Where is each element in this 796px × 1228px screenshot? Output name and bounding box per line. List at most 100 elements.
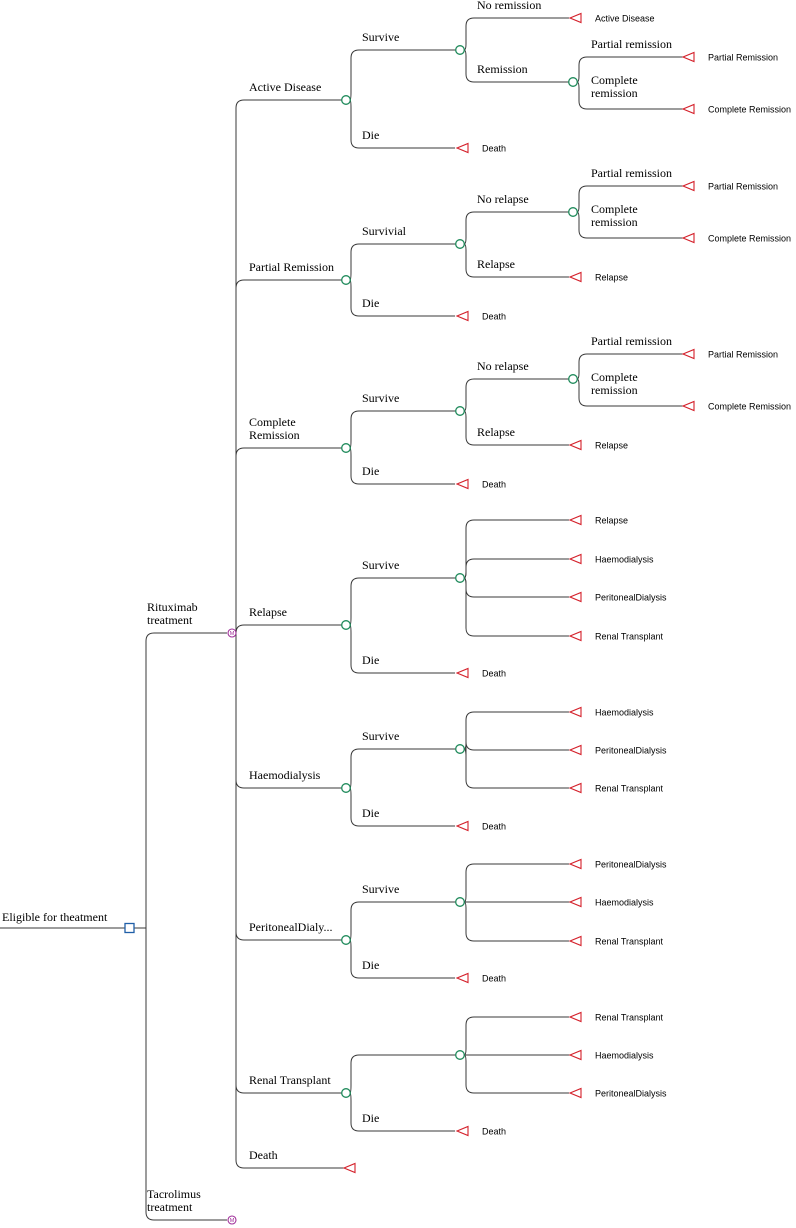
state-peritonealdialy-outcome-survive-child-renal-transplant-terminal-icon xyxy=(568,935,582,947)
state-relapse-outcome-survive-child-relapse-edge xyxy=(463,519,569,579)
state-peritonealdialy-label: PeritonealDialy... xyxy=(249,920,333,934)
state-renal-transplant-outcome-survive-child-peritonealdialysis-terminal-label: PeritonealDialysis xyxy=(595,1089,667,1099)
state-peritonealdialy-outcome-survive-child-peritonealdialysis-terminal-label: PeritonealDialysis xyxy=(595,860,667,870)
state-renal-transplant-outcome-die-terminal-icon xyxy=(455,1125,469,1137)
state-peritonealdialy-outcome-survive-child-renal-transplant-terminal-label: Renal Transplant xyxy=(595,937,664,947)
state-active-disease-outcome-survive-child-remission-gc-complete-remission-label-line-1: Complete xyxy=(591,73,638,87)
state-relapse-chance-node-icon xyxy=(341,620,351,630)
state-partial-remission-outcome-survivial-child-no-relapse-gc-complete-remission-label-line-1: Complete xyxy=(591,202,638,216)
state-relapse-outcome-survive-child-renal-transplant-edge xyxy=(463,577,569,637)
state-active-disease-outcome-die-terminal-icon xyxy=(455,142,469,154)
state-death-terminal-icon xyxy=(342,1162,356,1174)
state-peritonealdialy-outcome-survive-edge xyxy=(349,901,460,941)
state-active-disease-outcome-survive-child-no-remission-terminal-label: Active Disease xyxy=(595,14,655,24)
state-active-disease-outcome-survive-edge xyxy=(349,49,460,101)
state-relapse-outcome-survive-child-peritonealdialysis-terminal-icon xyxy=(568,591,582,603)
rituximab-markov-node-icon xyxy=(227,628,237,638)
state-active-disease-outcome-survive-child-no-remission-terminal-icon xyxy=(568,12,582,24)
state-partial-remission-outcome-die-label: Die xyxy=(362,296,379,310)
state-active-disease-outcome-survive-child-no-remission-label: No remission xyxy=(477,0,541,12)
state-haemodialysis-outcome-survive-edge xyxy=(349,748,460,789)
state-complete-remission-outcome-survive-child-no-relapse-gc-partial-remission-label: Partial remission xyxy=(591,334,672,348)
state-partial-remission-outcome-survivial-child-no-relapse-gc-complete-remission-edge xyxy=(576,211,683,239)
state-complete-remission-outcome-survive-child-relapse-terminal-label: Relapse xyxy=(595,441,628,451)
state-peritonealdialy-outcome-survive-child-peritonealdialysis-edge xyxy=(463,863,569,903)
state-renal-transplant-outcome-survive-edge xyxy=(349,1054,460,1094)
state-renal-transplant-outcome-survive-child-haemodialysis-terminal-label: Haemodialysis xyxy=(595,1051,654,1061)
state-haemodialysis-outcome-survive-child-renal-transplant-terminal-icon xyxy=(568,782,582,794)
state-haemodialysis-outcome-survive-child-renal-transplant-edge xyxy=(463,748,569,789)
state-relapse-outcome-survive-label: Survive xyxy=(362,558,399,572)
state-partial-remission-outcome-survivial-child-relapse-terminal-label: Relapse xyxy=(595,273,628,283)
tree-nodes: MM xyxy=(124,12,695,1225)
state-complete-remission-outcome-survive-label: Survive xyxy=(362,391,399,405)
strategy-label-rituximab-treatment-line-1: Rituximab xyxy=(147,600,198,614)
state-relapse-outcome-survive-child-relapse-terminal-icon xyxy=(568,514,582,526)
state-peritonealdialy-outcome-survive-label: Survive xyxy=(362,882,399,896)
decision-node-icon xyxy=(124,922,135,934)
state-renal-transplant-outcome-die-label: Die xyxy=(362,1111,379,1125)
state-haemodialysis-label: Haemodialysis xyxy=(249,768,321,782)
state-death-edge xyxy=(235,633,346,1169)
state-partial-remission-outcome-survivial-child-no-relapse-label: No relapse xyxy=(477,192,529,206)
state-renal-transplant-outcome-survive-child-renal-transplant-terminal-label: Renal Transplant xyxy=(595,1013,664,1023)
state-complete-remission-outcome-die-label: Die xyxy=(362,464,379,478)
state-relapse-outcome-die-terminal-icon xyxy=(455,667,469,679)
state-peritonealdialy-outcome-survive-child-peritonealdialysis-terminal-icon xyxy=(568,858,582,870)
state-relapse-outcome-survive-child-haemodialysis-edge xyxy=(463,558,569,579)
state-relapse-edge xyxy=(235,624,346,634)
state-relapse-outcome-die-label: Die xyxy=(362,653,379,667)
state-relapse-outcome-survive-child-peritonealdialysis-terminal-label: PeritonealDialysis xyxy=(595,593,667,603)
state-complete-remission-outcome-survive-child-relapse-edge xyxy=(463,410,569,446)
state-haemodialysis-outcome-survive-child-renal-transplant-terminal-label: Renal Transplant xyxy=(595,784,664,794)
state-complete-remission-outcome-survive-child-no-relapse-gc-complete-remission-edge xyxy=(576,378,683,407)
state-relapse-outcome-survive-child-relapse-terminal-label: Relapse xyxy=(595,516,628,526)
state-haemodialysis-outcome-survive-child-haemodialysis-terminal-label: Haemodialysis xyxy=(595,708,654,718)
state-peritonealdialy-outcome-die-terminal-label: Death xyxy=(482,974,506,984)
state-partial-remission-outcome-survivial-label: Survivial xyxy=(362,224,407,238)
state-renal-transplant-outcome-survive-child-peritonealdialysis-edge xyxy=(463,1054,569,1094)
state-renal-transplant-chance-node-icon xyxy=(341,1088,351,1098)
state-complete-remission-outcome-survive-child-no-relapse-chance-node-icon xyxy=(568,374,578,384)
state-partial-remission-label: Partial Remission xyxy=(249,260,334,274)
state-complete-remission-edge xyxy=(235,447,346,633)
state-haemodialysis-outcome-survive-chance-node-icon xyxy=(455,744,465,754)
state-renal-transplant-outcome-survive-chance-node-icon xyxy=(455,1050,465,1060)
state-complete-remission-outcome-survive-child-no-relapse-gc-complete-remission-terminal-label: Complete Remission xyxy=(708,402,791,412)
state-renal-transplant-outcome-survive-child-haemodialysis-terminal-icon xyxy=(568,1049,582,1061)
state-active-disease-chance-node-icon xyxy=(341,95,351,105)
state-relapse-outcome-survive-child-peritonealdialysis-edge xyxy=(463,577,569,598)
state-partial-remission-outcome-survivial-child-no-relapse-gc-complete-remission-label-line-2: remission xyxy=(591,215,638,229)
state-relapse-outcome-survive-child-haemodialysis-terminal-icon xyxy=(568,553,582,565)
state-peritonealdialy-outcome-survive-chance-node-icon xyxy=(455,897,465,907)
state-complete-remission-outcome-survive-edge xyxy=(349,410,460,449)
state-partial-remission-outcome-survivial-edge xyxy=(349,243,460,281)
strategy-edge-tacrolimus xyxy=(145,928,227,1221)
strategy-label-rituximab-treatment-line-2: treatment xyxy=(147,613,193,627)
state-complete-remission-outcome-survive-child-no-relapse-gc-complete-remission-label-line-2: remission xyxy=(591,383,638,397)
state-active-disease-outcome-survive-child-remission-edge xyxy=(463,49,573,83)
state-haemodialysis-outcome-survive-child-haemodialysis-edge xyxy=(463,711,569,750)
state-complete-remission-outcome-survive-child-no-relapse-label: No relapse xyxy=(477,359,529,373)
state-active-disease-outcome-survive-child-remission-gc-complete-remission-terminal-label: Complete Remission xyxy=(708,105,791,115)
state-complete-remission-outcome-survive-child-no-relapse-gc-partial-remission-terminal-label: Partial Remission xyxy=(708,350,778,360)
state-complete-remission-outcome-survive-child-relapse-label: Relapse xyxy=(477,425,515,439)
state-partial-remission-outcome-survivial-child-no-relapse-gc-partial-remission-terminal-label: Partial Remission xyxy=(708,182,778,192)
rituximab-markov-symbol: M xyxy=(230,631,235,637)
state-haemodialysis-outcome-die-label: Die xyxy=(362,806,379,820)
state-partial-remission-outcome-survivial-child-no-relapse-gc-complete-remission-terminal-label: Complete Remission xyxy=(708,234,791,244)
state-partial-remission-outcome-survivial-child-no-relapse-gc-partial-remission-label: Partial remission xyxy=(591,166,672,180)
state-renal-transplant-outcome-survive-child-renal-transplant-terminal-icon xyxy=(568,1011,582,1023)
state-active-disease-label: Active Disease xyxy=(249,80,321,94)
state-relapse-outcome-survive-child-renal-transplant-terminal-label: Renal Transplant xyxy=(595,632,664,642)
state-complete-remission-outcome-die-terminal-label: Death xyxy=(482,480,506,490)
state-partial-remission-outcome-die-terminal-icon xyxy=(455,310,469,322)
state-partial-remission-chance-node-icon xyxy=(341,275,351,285)
state-complete-remission-outcome-die-terminal-icon xyxy=(455,478,469,490)
state-peritonealdialy-outcome-survive-child-renal-transplant-edge xyxy=(463,901,569,942)
state-haemodialysis-outcome-survive-label: Survive xyxy=(362,729,399,743)
state-peritonealdialy-outcome-survive-child-haemodialysis-terminal-icon xyxy=(568,896,582,908)
tacrolimus-markov-node-icon xyxy=(227,1215,237,1225)
state-active-disease-outcome-survive-chance-node-icon xyxy=(455,45,465,55)
